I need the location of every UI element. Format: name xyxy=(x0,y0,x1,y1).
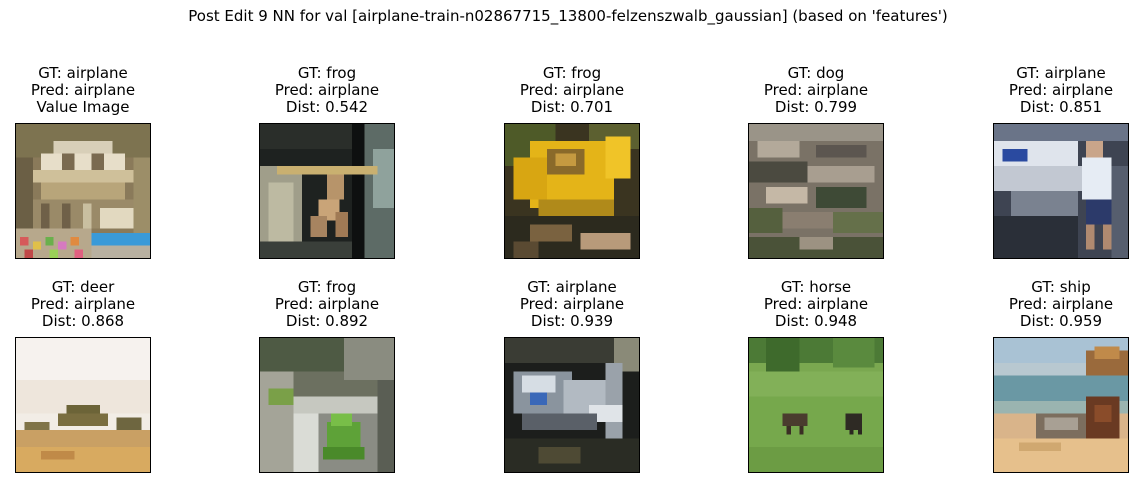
ground-truth-label: GT: horse xyxy=(780,278,852,296)
prediction-label: Pred: airplane xyxy=(763,295,869,313)
dogs-on-rocks-thumbnail xyxy=(748,123,884,259)
prediction-label: Pred: airplane xyxy=(30,81,136,99)
ground-truth-label: GT: ship xyxy=(1031,278,1091,296)
distance-label: Dist: 0.542 xyxy=(285,98,369,116)
prediction-label: Pred: airplane xyxy=(274,81,380,99)
distance-label: Dist: 0.892 xyxy=(285,312,369,330)
panel-caption: GT: frog Pred: airplane Dist: 0.701 xyxy=(464,65,680,116)
panel-caption: GT: frog Pred: airplane Dist: 0.542 xyxy=(219,65,435,116)
panel-caption: GT: horse Pred: airplane Dist: 0.948 xyxy=(708,279,924,330)
prediction-label: Pred: airplane xyxy=(274,295,380,313)
prediction-label: Pred: airplane xyxy=(1008,81,1114,99)
panel-caption: GT: dog Pred: airplane Dist: 0.799 xyxy=(708,65,924,116)
panel-caption: GT: airplane Pred: airplane Dist: 0.851 xyxy=(953,65,1136,116)
panel-caption: GT: deer Pred: airplane Dist: 0.868 xyxy=(0,279,191,330)
savanna-thumbnail xyxy=(15,337,151,473)
ground-truth-label: GT: frog xyxy=(297,64,357,82)
frog-on-stick-thumbnail xyxy=(259,123,395,259)
distance-label: Dist: 0.939 xyxy=(530,312,614,330)
ground-truth-label: GT: airplane xyxy=(527,278,617,296)
distance-label: Dist: 0.948 xyxy=(774,312,858,330)
value-image-label: Value Image xyxy=(36,98,130,116)
panel-caption: GT: frog Pred: airplane Dist: 0.892 xyxy=(219,279,435,330)
panel-caption: GT: ship Pred: airplane Dist: 0.959 xyxy=(953,279,1136,330)
horses-in-field-thumbnail xyxy=(748,337,884,473)
prediction-label: Pred: airplane xyxy=(763,81,869,99)
green-frog-on-ledge-thumbnail xyxy=(259,337,395,473)
panel-caption: GT: airplane Pred: airplane Value Image xyxy=(0,65,191,116)
person-by-aircraft-thumbnail xyxy=(993,123,1129,259)
distance-label: Dist: 0.959 xyxy=(1019,312,1103,330)
panel-caption: GT: airplane Pred: airplane Dist: 0.939 xyxy=(464,279,680,330)
ground-truth-label: GT: airplane xyxy=(38,64,128,82)
prediction-label: Pred: airplane xyxy=(1008,295,1114,313)
dome-structure-thumbnail xyxy=(15,123,151,259)
distance-label: Dist: 0.799 xyxy=(774,98,858,116)
ground-truth-label: GT: dog xyxy=(787,64,845,82)
prediction-label: Pred: airplane xyxy=(30,295,136,313)
prediction-label: Pred: airplane xyxy=(519,81,625,99)
distance-label: Dist: 0.868 xyxy=(41,312,125,330)
ground-truth-label: GT: deer xyxy=(51,278,115,296)
frog-on-yellow-leaf-thumbnail xyxy=(504,123,640,259)
boat-on-beach-thumbnail xyxy=(993,337,1129,473)
distance-label: Dist: 0.701 xyxy=(530,98,614,116)
distance-label: Dist: 0.851 xyxy=(1019,98,1103,116)
prediction-label: Pred: airplane xyxy=(519,295,625,313)
metal-aircraft-thumbnail xyxy=(504,337,640,473)
ground-truth-label: GT: frog xyxy=(297,278,357,296)
ground-truth-label: GT: frog xyxy=(542,64,602,82)
figure-title: Post Edit 9 NN for val [airplane-train-n… xyxy=(188,7,948,25)
ground-truth-label: GT: airplane xyxy=(1016,64,1106,82)
